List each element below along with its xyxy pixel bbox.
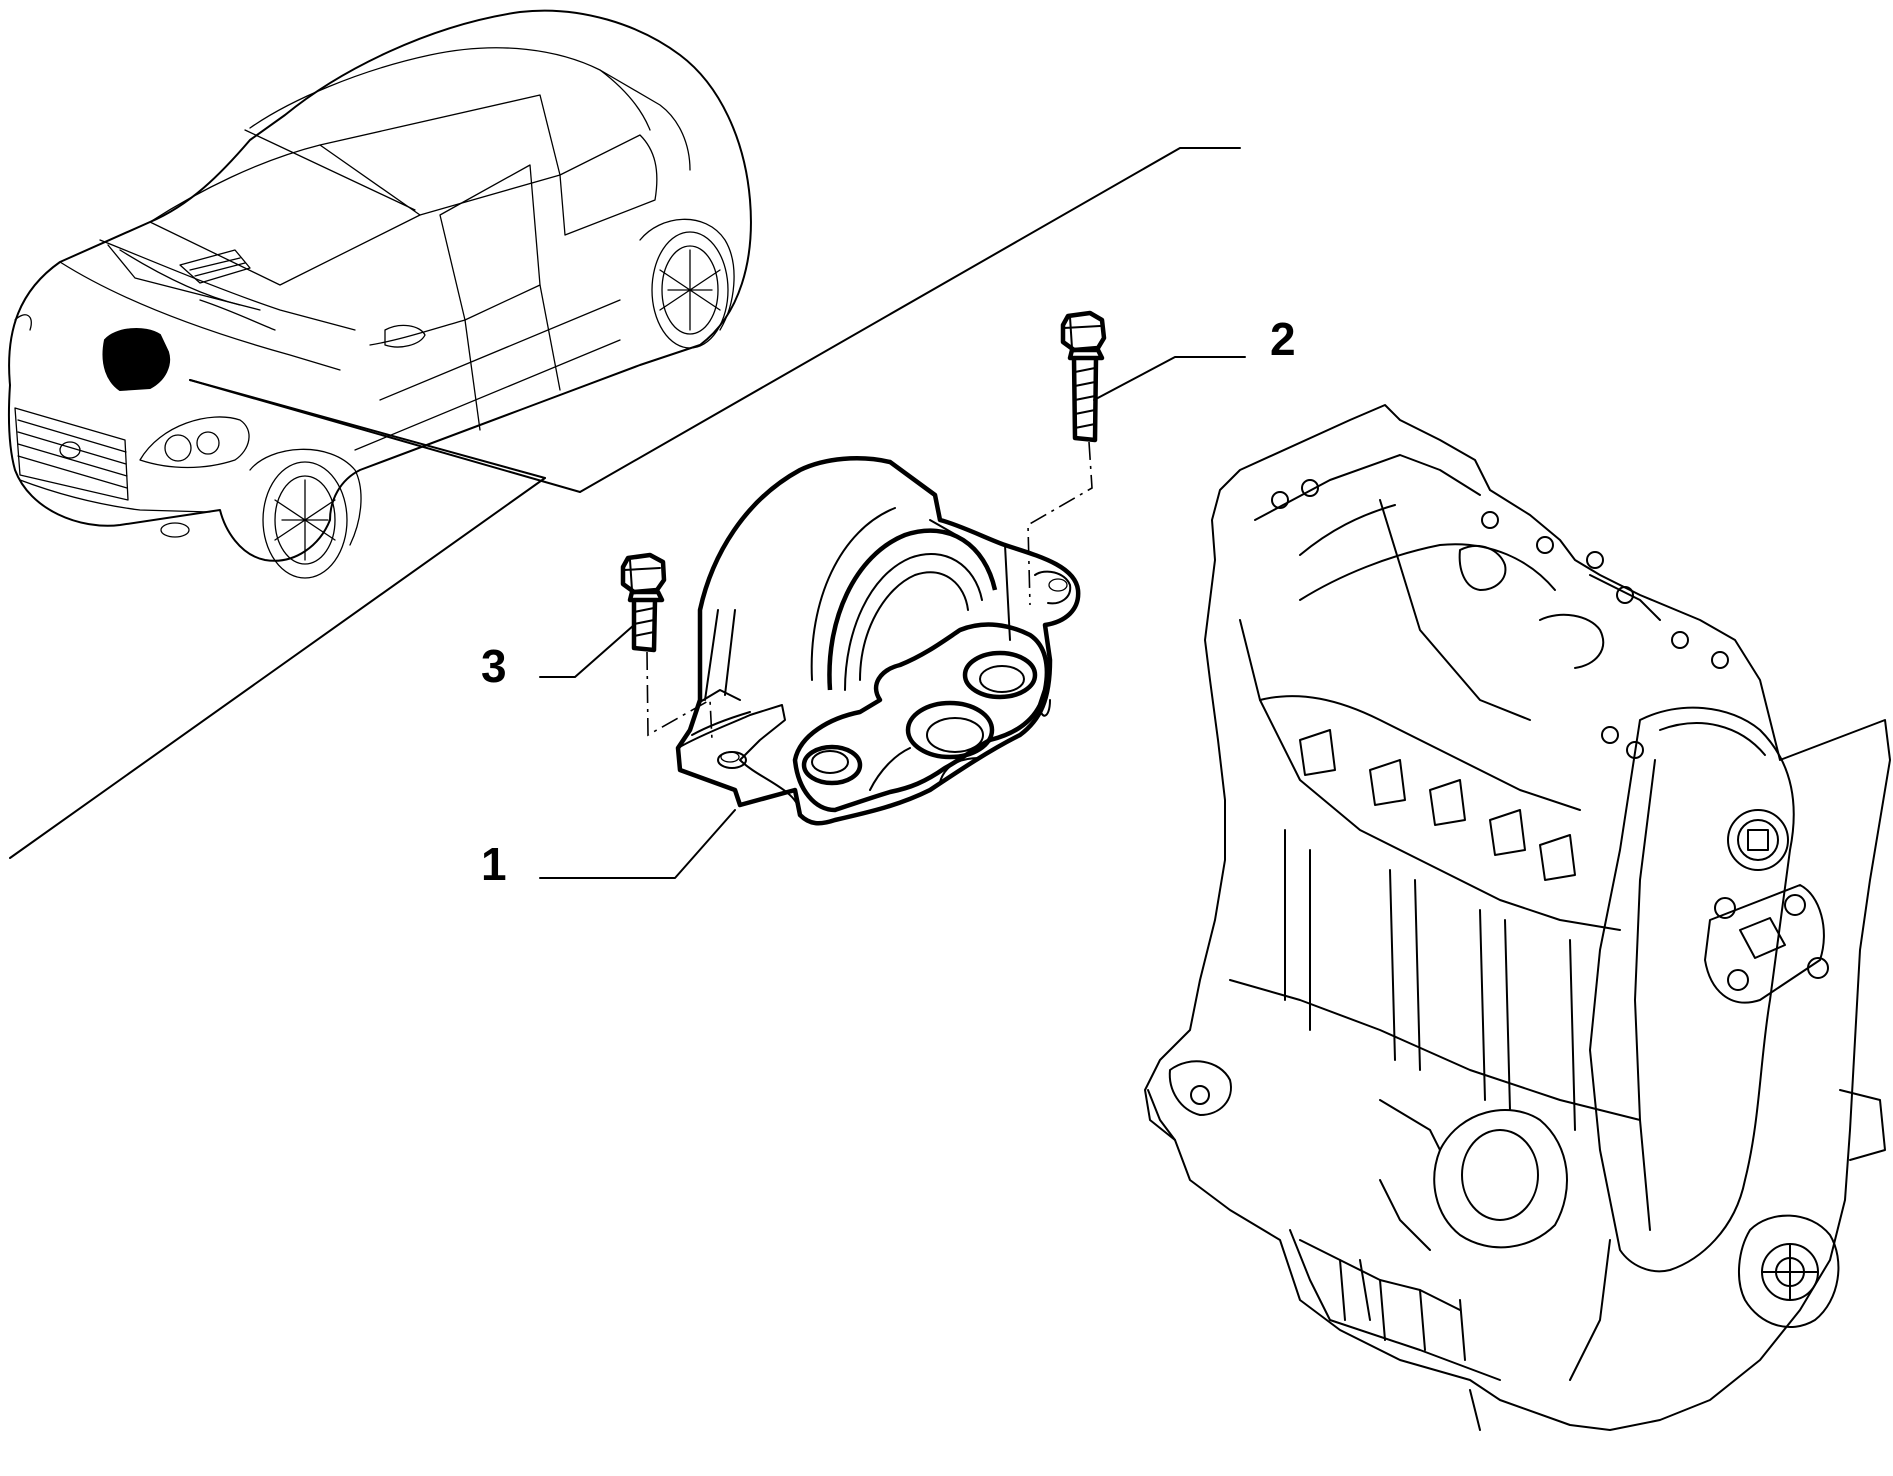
- callout-2-leader: [1093, 356, 1246, 401]
- engine-mount: [675, 456, 1081, 826]
- bolt-2-axis-line: [1027, 441, 1093, 606]
- engine-location-highlight: [102, 328, 170, 392]
- long-flange-bolt: [1060, 310, 1107, 443]
- short-flange-bolt: [620, 552, 667, 653]
- callout-3-leader: [539, 624, 635, 678]
- bolt-3-axis-line: [646, 651, 713, 741]
- callout-number-2: 2: [1270, 313, 1296, 365]
- callout-number-1: 1: [481, 838, 507, 890]
- engine-block-illustration: [1144, 404, 1891, 1431]
- vehicle-locator-illustration: [7, 9, 752, 579]
- callout-number-3: 3: [481, 640, 507, 692]
- callout-1-leader: [539, 809, 736, 879]
- locator-lines: [9, 147, 1241, 859]
